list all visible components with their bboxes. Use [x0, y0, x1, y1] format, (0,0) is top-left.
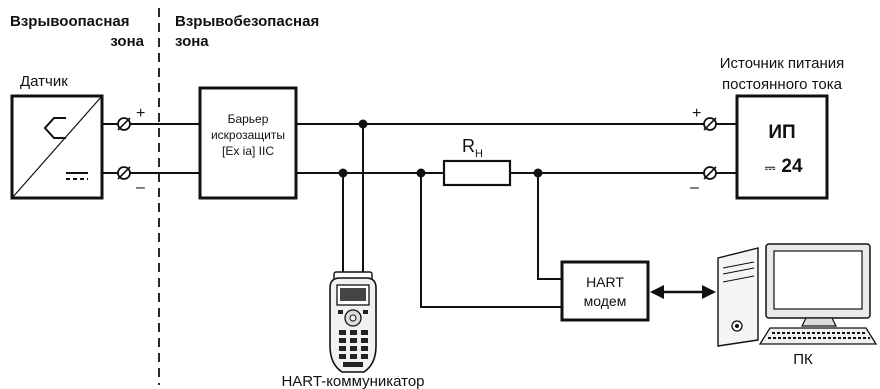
sensor-label: Датчик [20, 73, 68, 90]
resistor-label-sub: Н [475, 148, 483, 160]
barrier-box [198, 86, 298, 200]
safe-zone-label-2: зона [175, 33, 209, 50]
psu-title-2: постоянного тока [722, 76, 843, 93]
pc-keyboard [758, 327, 878, 345]
barrier-label-3: [Ex ia] IIC [222, 144, 274, 158]
wire-modem-right [537, 173, 562, 280]
communicator-label: HART-коммуникатор [281, 373, 424, 389]
barrier-block: Барьер искрозащиты [Ex ia] IIC [198, 86, 298, 200]
pc-label: ПК [793, 351, 813, 368]
hart-modem-block: HART модем [560, 260, 650, 322]
barrier-label-2: искрозащиты [211, 128, 285, 142]
resistor-label-main: R [462, 136, 475, 156]
safe-zone-label-1: Взрывобезопасная [175, 13, 319, 30]
wire-modem-left [420, 173, 562, 308]
pc-tower [717, 247, 759, 347]
sensor-diagonal [11, 95, 103, 199]
psu-minus-sign: – [690, 179, 699, 196]
modem-pc-link-arrow [650, 285, 716, 299]
psu-title-1: Источник питания [720, 55, 845, 72]
hazardous-zone-label-1: Взрывоопасная [10, 13, 130, 30]
barrier-label-1: Барьер [228, 112, 269, 126]
psu-name: ИП [768, 122, 795, 143]
terminal-psu-plus [703, 117, 717, 131]
sensor-plus-sign: + [136, 105, 145, 122]
communicator-keypad [339, 330, 368, 367]
terminal-sensor-minus [117, 166, 131, 180]
resistor-rh [442, 159, 512, 187]
resistor-label: RН [462, 136, 483, 160]
psu-block: ИП ⎓ 24 [735, 94, 829, 200]
sensor-block [10, 94, 104, 200]
psu-dc-symbol: ⎓ [765, 160, 776, 175]
psu-box [735, 94, 829, 200]
communicator-screen-inner [340, 288, 366, 301]
pc-icon [717, 243, 878, 347]
pc-monitor [765, 243, 871, 327]
psu-voltage: 24 [781, 156, 803, 177]
psu-plus-sign: + [692, 105, 701, 122]
sensor-minus-sign: – [136, 179, 145, 196]
terminal-psu-minus [703, 166, 717, 180]
terminal-sensor-plus [117, 117, 131, 131]
hart-modem-label-1: HART [586, 274, 624, 290]
hart-communicator-icon [329, 271, 377, 373]
hart-modem-box [560, 260, 650, 322]
hart-modem-label-2: модем [584, 293, 627, 309]
sensor-input-symbol [43, 117, 66, 139]
hazardous-zone-label-2: зона [110, 33, 144, 50]
